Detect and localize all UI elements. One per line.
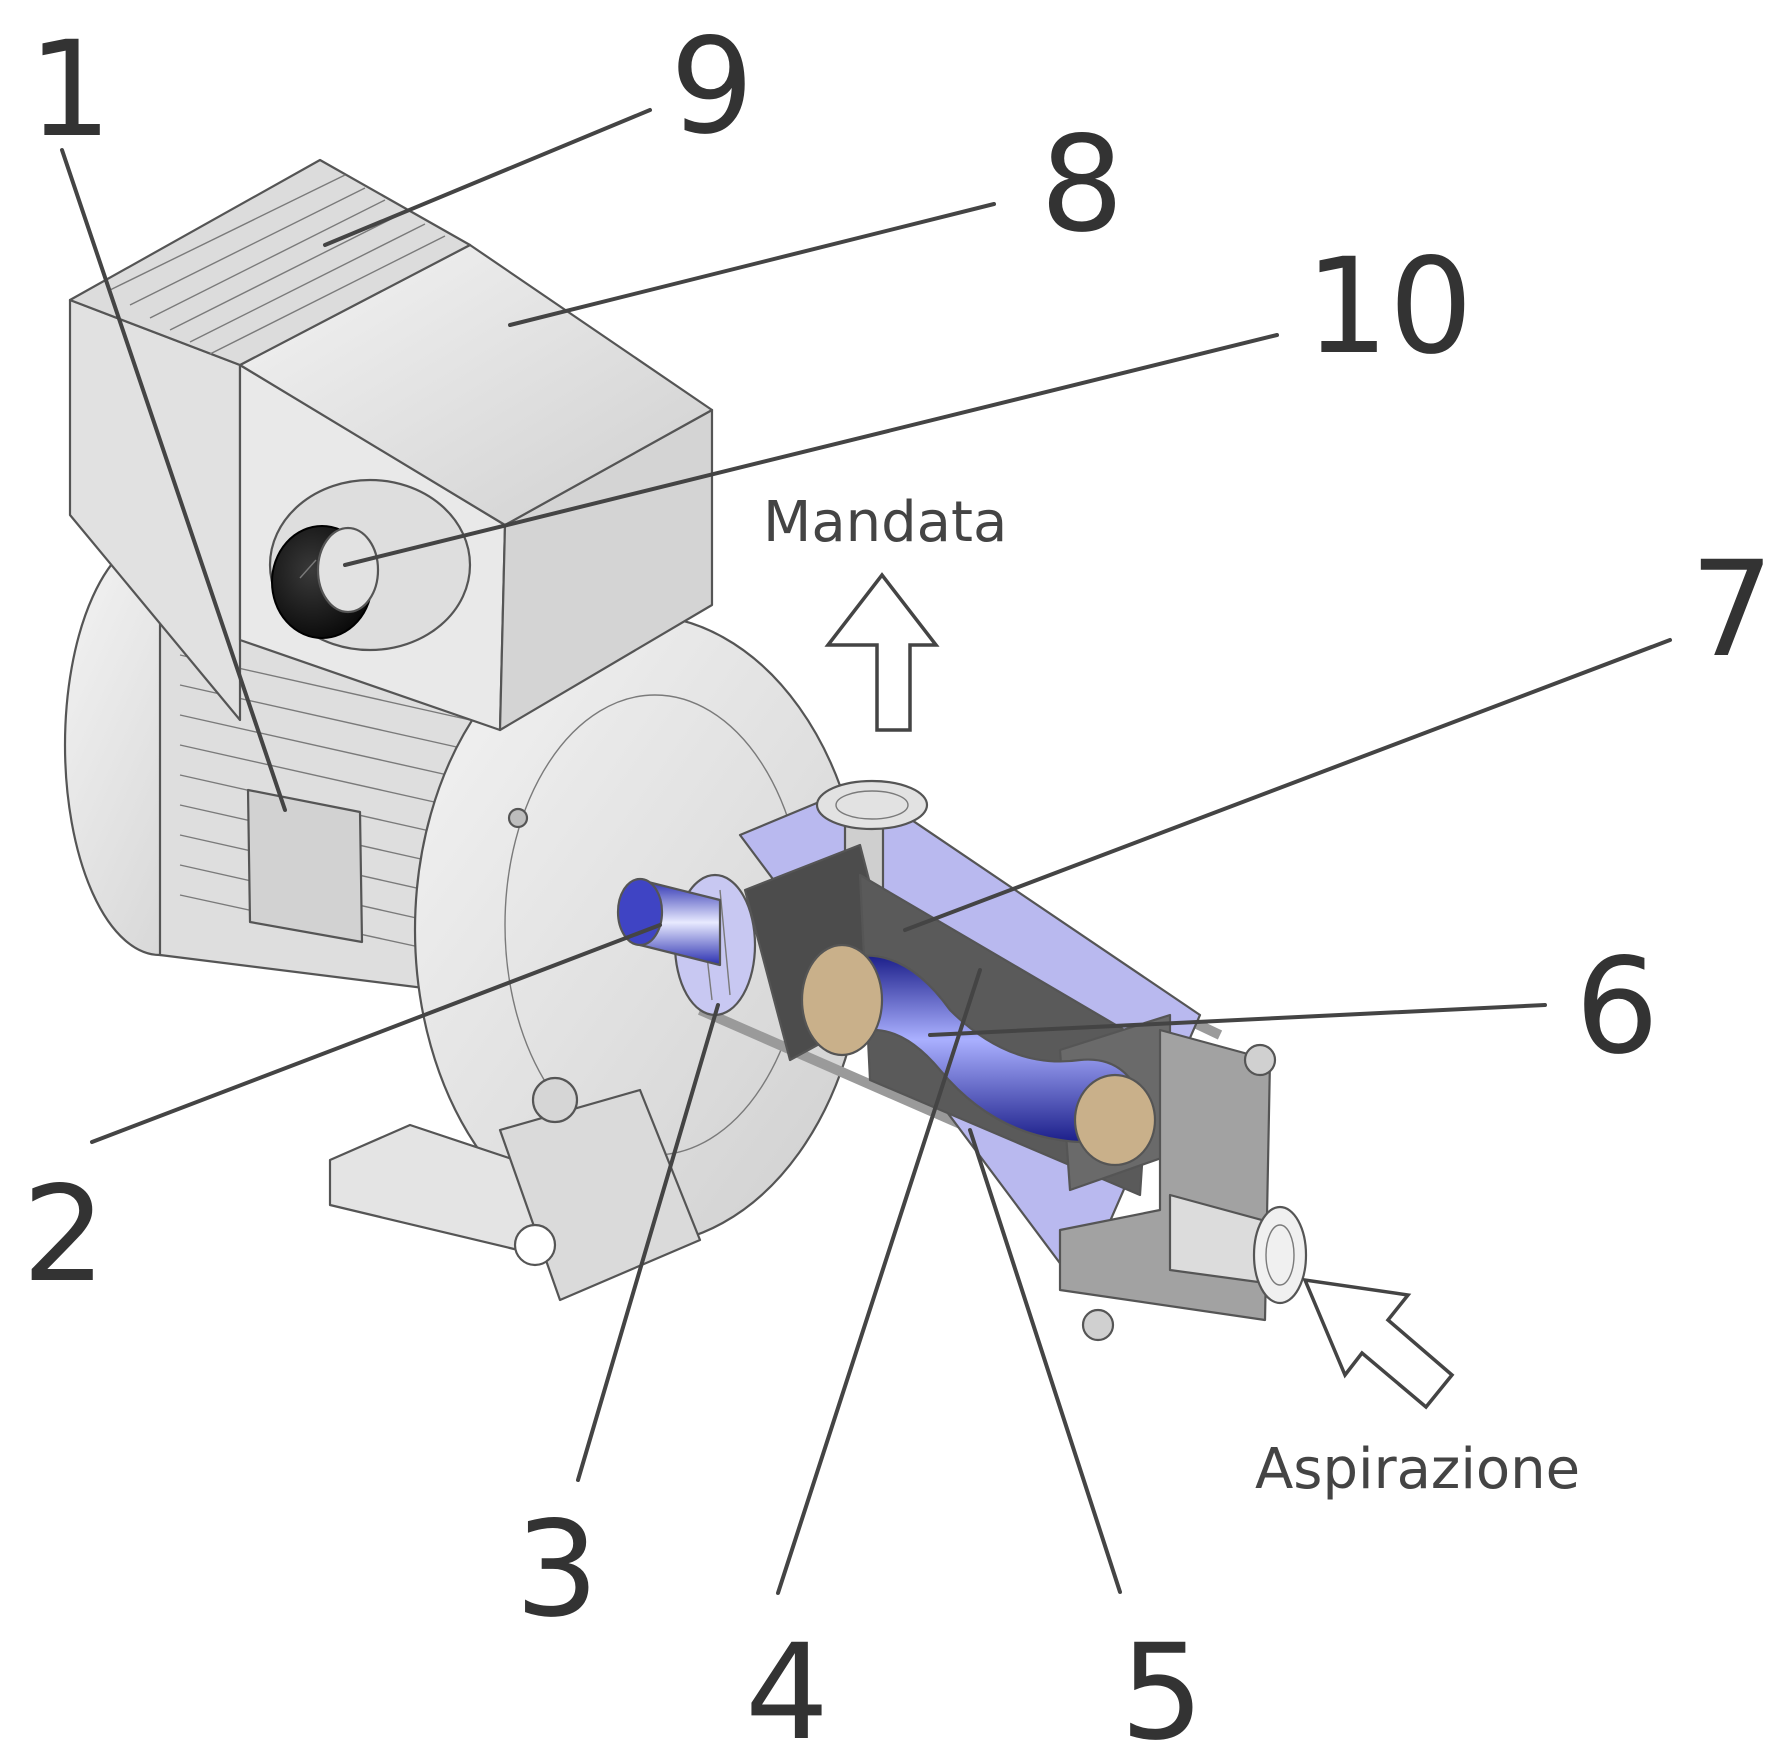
- label-8: 8: [1040, 108, 1124, 262]
- inlet-arrow: [1302, 1277, 1455, 1410]
- label-10: 10: [1305, 230, 1473, 384]
- label-5: 5: [1120, 1616, 1204, 1743]
- label-3: 3: [515, 1493, 599, 1647]
- callout-numbers: 1 9 8 10 7 6 2 3 4 5: [22, 10, 1774, 1748]
- foot-screw: [531, 1076, 579, 1124]
- heat-sink-fins: [68, 158, 472, 367]
- motor-nameplate: [246, 788, 364, 944]
- inverter-housing: [68, 158, 714, 732]
- cover-nut: [1081, 1308, 1115, 1342]
- mounting-foot: [328, 1076, 702, 1302]
- label-9: 9: [670, 10, 754, 164]
- outlet-arrow: [824, 572, 940, 732]
- speed-control-knob[interactable]: [271, 525, 380, 639]
- foot-bolt-hole: [513, 1223, 557, 1267]
- label-4: 4: [745, 1616, 829, 1743]
- inlet-label: Aspirazione: [1255, 1437, 1580, 1502]
- outlet-label: Mandata: [763, 490, 1007, 555]
- pump-cutaway: [616, 779, 1308, 1342]
- inlet-port: [1168, 1193, 1308, 1305]
- label-1: 1: [28, 13, 112, 167]
- leader-lines: [60, 108, 1672, 1595]
- cover-nut: [1243, 1043, 1277, 1077]
- label-6: 6: [1575, 930, 1659, 1084]
- label-7: 7: [1690, 533, 1774, 687]
- label-2: 2: [22, 1158, 106, 1312]
